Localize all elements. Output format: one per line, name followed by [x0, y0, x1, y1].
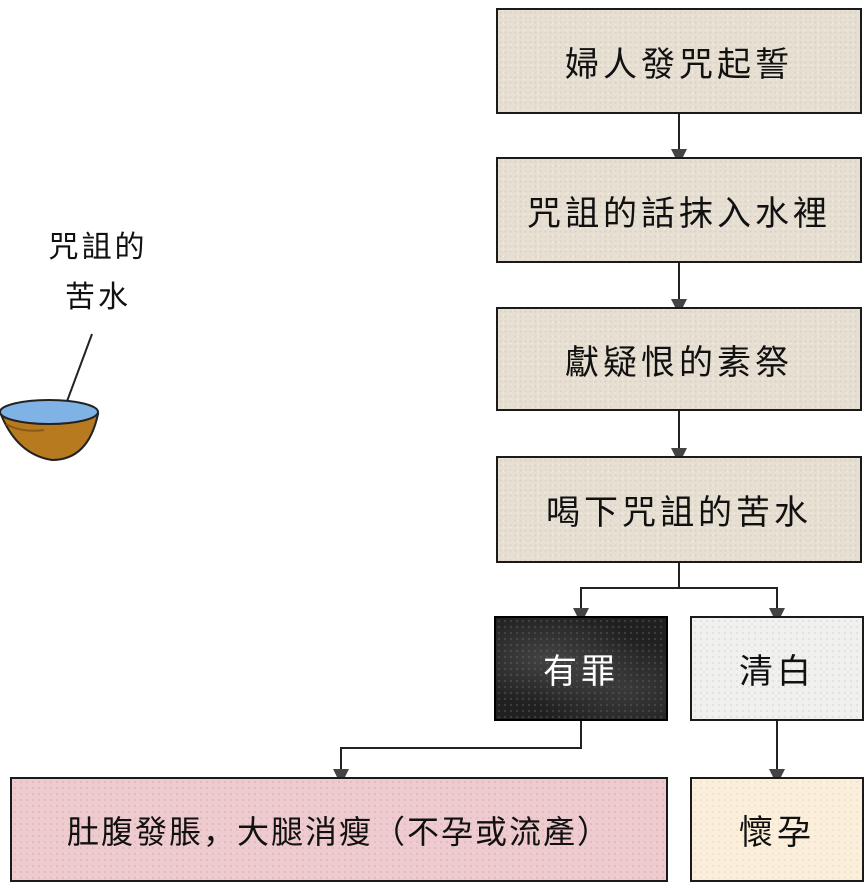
outcome-guilty-label: 肚腹發脹，大腿消瘦（不孕或流產） — [66, 812, 611, 851]
step-offering-box: 獻疑恨的素祭 — [496, 307, 862, 411]
connector-step4-innocent — [679, 587, 785, 624]
connector-guilty-outcome — [333, 721, 582, 785]
outcome-innocent-box: 懷孕 — [690, 777, 864, 882]
step-curse-water-label: 咒詛的話抹入水裡 — [527, 193, 831, 234]
branch-guilty-label: 有罪 — [543, 652, 619, 692]
bitter-water-label-line1: 咒詛的 — [48, 230, 148, 265]
branch-guilty-box: 有罪 — [494, 616, 668, 721]
step-vow-box: 婦人發咒起誓 — [496, 8, 862, 114]
bowl-rim-highlight — [5, 423, 45, 432]
bitter-water-bowl-icon — [0, 333, 100, 462]
outcome-innocent-label: 懷孕 — [739, 813, 815, 853]
label-pointer-line — [65, 333, 93, 405]
step-drink-label: 喝下咒詛的苦水 — [546, 493, 812, 533]
step-offering-label: 獻疑恨的素祭 — [565, 342, 793, 383]
branch-innocent-label: 清白 — [739, 652, 815, 692]
connector-step4-branches — [573, 563, 680, 624]
step-curse-water-box: 咒詛的話抹入水裡 — [496, 157, 862, 263]
bowl-body — [0, 410, 100, 462]
outcome-guilty-box: 肚腹發脹，大腿消瘦（不孕或流產） — [10, 777, 668, 882]
bowl-water — [0, 399, 99, 425]
step-vow-label: 婦人發咒起誓 — [565, 44, 793, 85]
step-drink-box: 喝下咒詛的苦水 — [496, 456, 862, 563]
bitter-water-label-line2: 苦水 — [65, 280, 131, 315]
branch-innocent-box: 清白 — [690, 616, 864, 721]
